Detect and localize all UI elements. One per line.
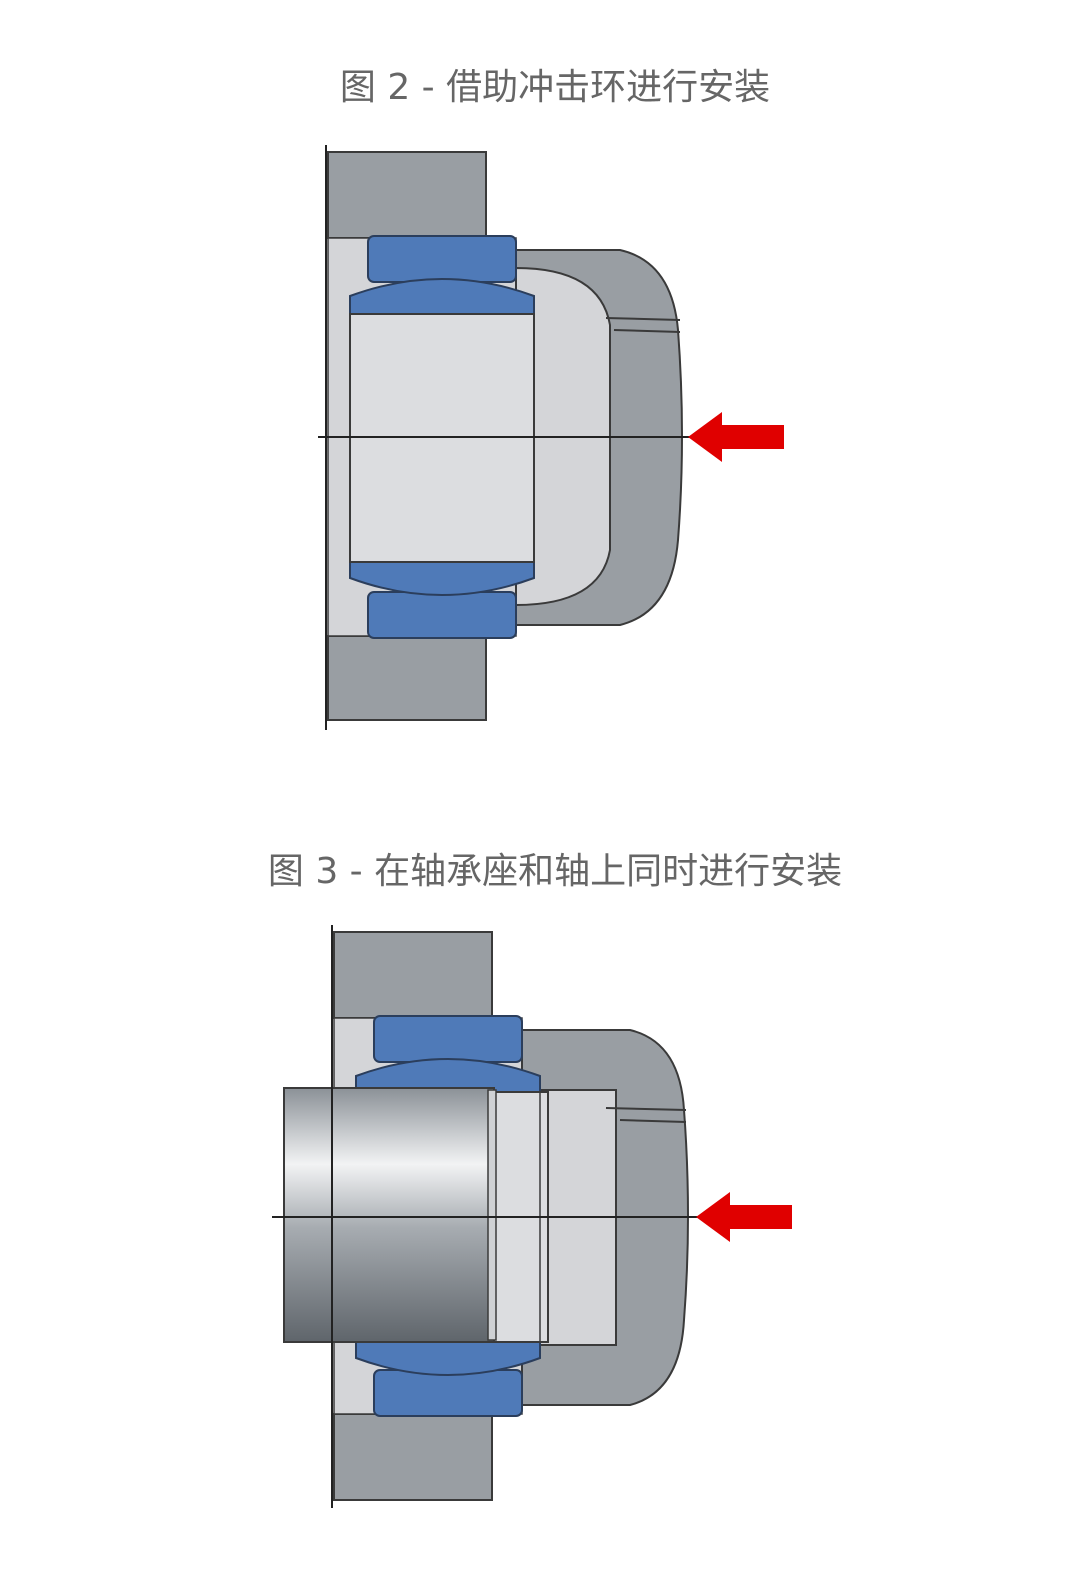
shaft [283,1087,495,1343]
bearing-outer-ring-bottom [373,1369,523,1417]
figure-2-caption: 图 2 - 借助冲击环进行安装 [339,67,771,108]
figure-3-diagram [272,925,792,1508]
figure-3-caption: 图 3 - 在轴承座和轴上同时进行安装 [267,851,843,892]
bearing-inner-ring-top [355,1058,541,1093]
housing-upper-block [333,931,493,1019]
housing-lower-block [327,635,487,721]
bearing-inner-ring-top [349,278,535,315]
bearing-outer-ring-top [373,1015,523,1063]
housing-upper-block [327,151,487,239]
bearing-outer-ring-bottom [367,591,517,639]
force-arrow-icon [688,412,784,462]
figure-2-diagram [318,145,784,730]
bearing-inner-ring-bottom [349,561,535,596]
bearing-inner-ring-bottom [355,1341,541,1376]
bearing-outer-ring-top [367,235,517,283]
force-arrow-icon [696,1192,792,1242]
housing-lower-block [333,1413,493,1501]
